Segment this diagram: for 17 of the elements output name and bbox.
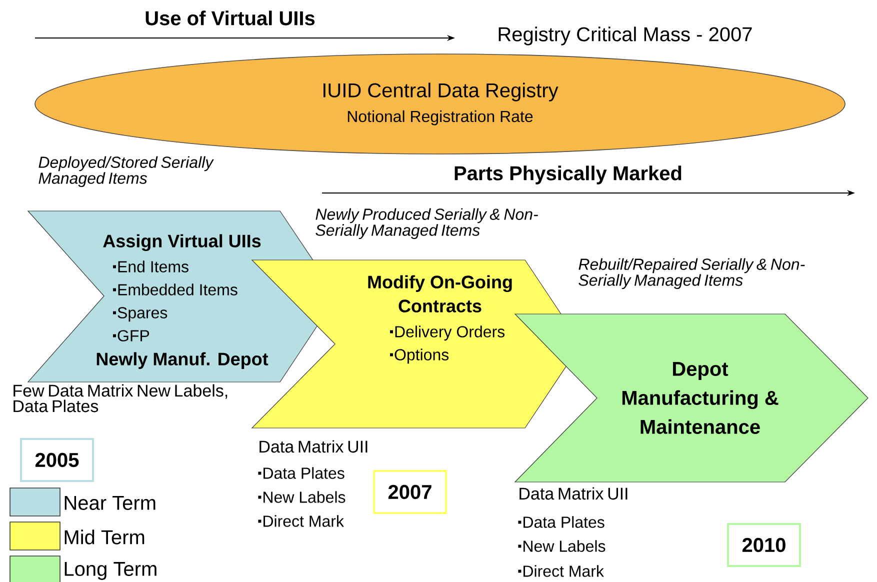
caption-text: Data Matrix UII (260, 440, 368, 453)
heading-text: Use of Virtual UIIs (146, 10, 315, 26)
legend-label: Near Term (64, 496, 156, 510)
caption-text: Few Data Matrix New Labels, Data Plates (14, 384, 228, 412)
year-box: 2007 (373, 470, 447, 514)
item-caption: Rebuilt/Repaired Serially & Non-Serially Managed Items (578, 258, 805, 290)
bullet-item: Data Plates (518, 516, 604, 528)
bullet-item: Data Plates (258, 467, 344, 479)
bullet-item: New Labels (258, 491, 346, 503)
legend-label: Long Term (64, 562, 156, 580)
year-box: 2010 (727, 523, 801, 567)
bullet-item: Direct Mark (258, 515, 344, 527)
bullet-item: New Labels (518, 540, 606, 552)
year-box: 2005 (20, 438, 94, 482)
bullet-item: Direct Mark (518, 565, 604, 577)
legend-label: Mid Term (64, 530, 144, 544)
item-caption: Deployed/Stored Serially Managed Items (38, 156, 214, 188)
